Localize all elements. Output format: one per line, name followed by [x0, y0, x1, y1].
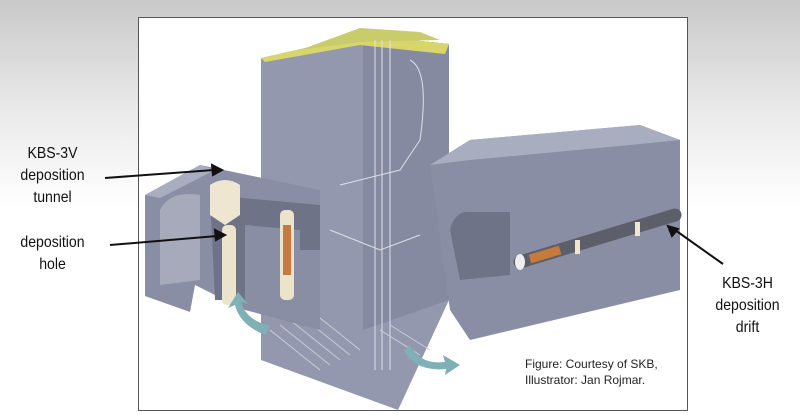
caption-line: Figure: Courtesy of SKB, — [525, 357, 658, 371]
label-line: deposition — [20, 167, 85, 184]
shafts — [329, 40, 424, 370]
label-line: tunnel — [33, 189, 72, 206]
pointer-arrow-tunnel — [104, 169, 215, 179]
ground-surface — [261, 35, 449, 62]
label-line: drift — [735, 319, 760, 336]
kbs3h-block — [430, 125, 682, 340]
label-line: KBS-3H — [722, 275, 773, 292]
caption-line: Illustrator: Jan Rojmar. — [525, 373, 646, 387]
label-line: KBS-3V — [27, 145, 78, 162]
figure-caption: Figure: Courtesy of SKB, Illustrator: Ja… — [525, 356, 658, 388]
label-line: deposition — [715, 297, 780, 314]
flow-arrow-left — [228, 292, 270, 335]
deposition-tunnel — [210, 180, 240, 225]
flow-arrow-right — [404, 345, 460, 375]
copper-canister — [283, 225, 291, 275]
pointer-arrow-drift — [674, 229, 724, 265]
deposition-hole — [222, 225, 236, 305]
kbs3v-block — [145, 165, 320, 330]
label-line: hole — [39, 256, 66, 273]
kbs3v-label: KBS-3V deposition tunnel — [11, 143, 95, 209]
label-line: deposition — [20, 234, 85, 251]
kbs3h-label: KBS-3H deposition drift — [706, 273, 790, 339]
deposition-hole-label: deposition hole — [11, 232, 95, 276]
pointer-arrow-hole — [109, 235, 218, 246]
